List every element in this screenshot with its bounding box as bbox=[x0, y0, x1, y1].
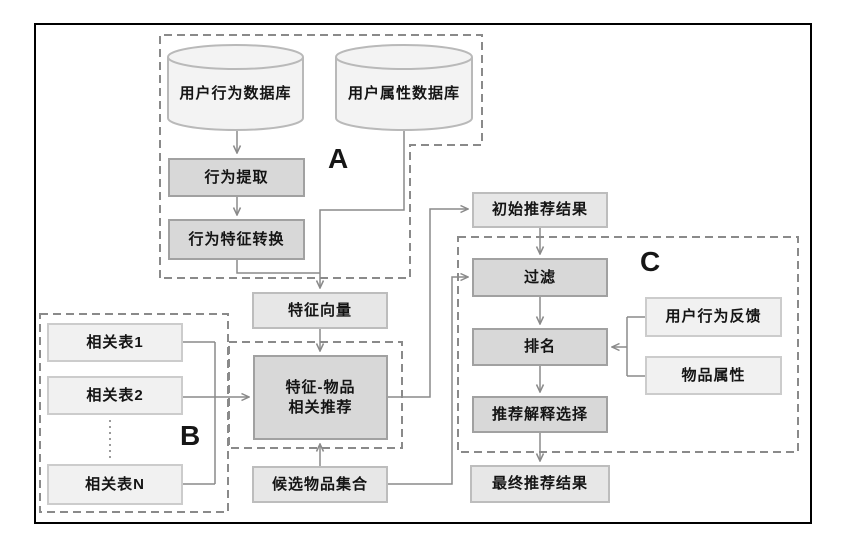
node-label: 推荐解释选择 bbox=[491, 405, 588, 423]
node-label: 特征向量 bbox=[287, 301, 352, 319]
diagram-outer-frame bbox=[34, 23, 812, 524]
node-label: 相关表2 bbox=[86, 386, 144, 404]
node-label: 用户行为数据库 bbox=[179, 84, 292, 102]
node-feature-vector: 特征向量 bbox=[252, 292, 388, 329]
node-label: 相关表N bbox=[85, 475, 145, 493]
node-behavior-extract: 行为提取 bbox=[168, 158, 305, 197]
node-related-table-2: 相关表2 bbox=[47, 376, 183, 415]
diagram-edges bbox=[109, 131, 645, 485]
node-behavior-feature-convert: 行为特征转换 bbox=[168, 219, 305, 260]
node-label: 初始推荐结果 bbox=[491, 201, 588, 219]
node-initial-results: 初始推荐结果 bbox=[472, 192, 608, 228]
node-feature-item-rec: 特征-物品 相关推荐 bbox=[253, 355, 388, 440]
node-related-table-n: 相关表N bbox=[47, 464, 183, 505]
node-label: 用户行为反馈 bbox=[665, 308, 762, 326]
node-label: 特征-物品 相关推荐 bbox=[285, 379, 356, 416]
node-label: 物品属性 bbox=[681, 366, 746, 384]
node-user-attr-db: 用户属性数据库 bbox=[338, 74, 470, 110]
section-a-label: A bbox=[328, 143, 349, 174]
node-label: 用户属性数据库 bbox=[347, 84, 460, 102]
node-label: 相关表1 bbox=[86, 333, 144, 351]
section-b-label: B bbox=[180, 420, 201, 451]
node-ranking: 排名 bbox=[472, 328, 608, 366]
edge-featureitem-to-initial bbox=[388, 209, 468, 398]
section-c-outline bbox=[457, 236, 799, 453]
node-explanation-select: 推荐解释选择 bbox=[472, 396, 608, 433]
node-final-results: 最终推荐结果 bbox=[470, 465, 610, 503]
node-label: 排名 bbox=[523, 338, 556, 356]
node-label: 候选物品集合 bbox=[271, 475, 368, 493]
node-related-table-1: 相关表1 bbox=[47, 323, 183, 362]
node-label: 过滤 bbox=[523, 268, 556, 286]
node-label: 行为特征转换 bbox=[188, 230, 285, 248]
node-filter: 过滤 bbox=[472, 258, 608, 297]
node-item-attrs: 物品属性 bbox=[645, 356, 782, 395]
section-c-label: C bbox=[640, 246, 661, 277]
database-cylinder-icon-user-behavior bbox=[167, 44, 304, 131]
edge-attrdb-to-featurevector bbox=[320, 131, 405, 288]
feature-item-dashed-outline bbox=[228, 341, 403, 449]
edge-candidate-to-filter bbox=[388, 277, 468, 485]
edge-convert-join bbox=[236, 260, 320, 274]
node-label: 行为提取 bbox=[204, 168, 269, 186]
node-candidate-items: 候选物品集合 bbox=[252, 466, 388, 503]
database-cylinder-icon-user-attr bbox=[335, 44, 473, 131]
node-label: 最终推荐结果 bbox=[491, 475, 588, 493]
node-user-feedback: 用户行为反馈 bbox=[645, 297, 782, 337]
node-user-behavior-db: 用户行为数据库 bbox=[170, 74, 301, 110]
